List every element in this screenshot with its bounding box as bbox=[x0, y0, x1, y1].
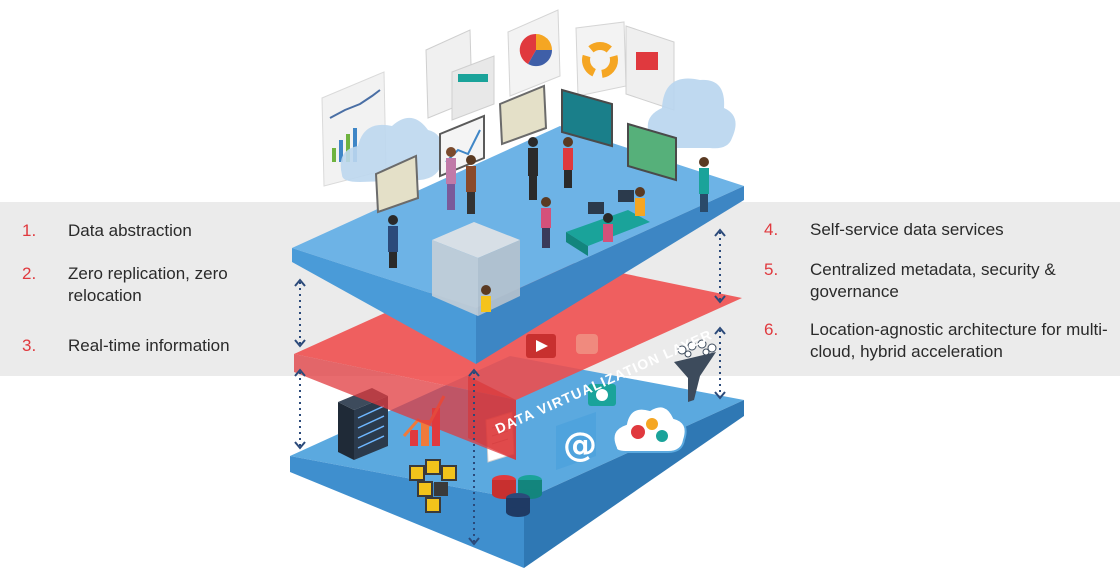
feature-text: Centralized metadata, security & governa… bbox=[810, 259, 1110, 303]
feature-text: Data abstraction bbox=[68, 220, 268, 242]
feature-4: 4. Self-service data services bbox=[764, 219, 1110, 241]
feature-text: Self-service data services bbox=[810, 219, 1110, 241]
thumbs-up-icon bbox=[576, 334, 598, 354]
svg-text:@: @ bbox=[563, 425, 597, 465]
person-9 bbox=[603, 213, 613, 242]
feature-1: 1. Data abstraction bbox=[22, 220, 268, 242]
person-7 bbox=[388, 215, 398, 268]
play-icon bbox=[526, 334, 556, 358]
feature-number: 3. bbox=[22, 335, 68, 357]
kanban-board-2 bbox=[500, 86, 546, 144]
feature-text: Zero replication, zero relocation bbox=[68, 263, 268, 307]
feature-3: 3. Real-time information bbox=[22, 335, 288, 357]
feature-number: 6. bbox=[764, 319, 810, 341]
person-4 bbox=[563, 137, 573, 188]
feature-text: Location-agnostic architecture for multi… bbox=[810, 319, 1110, 363]
person-10 bbox=[481, 285, 491, 312]
feature-2: 2. Zero replication, zero relocation bbox=[22, 263, 268, 307]
person-8 bbox=[635, 187, 645, 216]
person-5 bbox=[541, 197, 551, 248]
feature-number: 5. bbox=[764, 259, 810, 281]
feature-number: 4. bbox=[764, 219, 810, 241]
feature-number: 1. bbox=[22, 220, 68, 242]
feature-number: 2. bbox=[22, 263, 68, 285]
document-block bbox=[636, 52, 658, 70]
feature-5: 5. Centralized metadata, security & gove… bbox=[764, 259, 1110, 303]
pie-chart-icon bbox=[520, 34, 552, 66]
form-header bbox=[458, 74, 488, 82]
feature-text: Real-time information bbox=[68, 335, 288, 357]
feature-6: 6. Location-agnostic architecture for mu… bbox=[764, 319, 1110, 363]
person-6 bbox=[699, 157, 709, 212]
